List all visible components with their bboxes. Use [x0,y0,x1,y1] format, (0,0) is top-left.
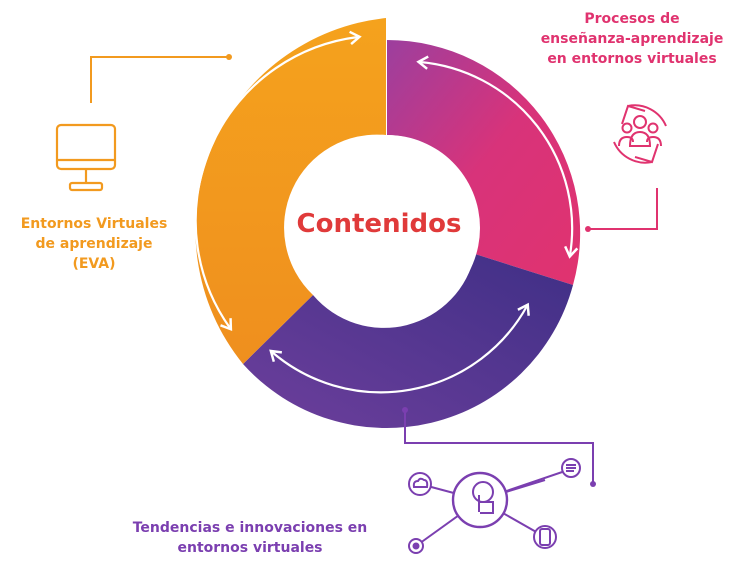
arrow-tendencias [269,302,530,394]
connector-dot-procesos [585,226,591,232]
network-touch-icon [408,458,581,554]
arrow-procesos [416,55,579,259]
label-line: entornos virtuales [177,540,323,556]
connector-dot-eva [226,54,232,60]
people-cycle-icon [613,104,667,164]
label-line: en entornos virtuales [547,51,717,67]
connector-eva [90,56,229,103]
connector-dot-tendencias-top [402,407,408,413]
connector-procesos [588,188,658,230]
label-line: (EVA) [72,256,116,272]
center-title: Contenidos [296,209,462,239]
monitor-icon [55,123,117,192]
label-line: Procesos de [584,11,680,27]
label-line: enseñanza-aprendizaje [540,31,724,47]
label-line: de aprendizaje [35,236,153,252]
label-line: Tendencias e innovaciones en [132,520,368,536]
arrow-eva [194,30,362,332]
label-tendencias: Tendencias e innovaciones en entornos vi… [110,518,390,558]
label-procesos: Procesos de enseñanza-aprendizaje en ent… [532,9,732,69]
label-entornos-virtuales: Entornos Virtuales de aprendizaje (EVA) [6,214,182,274]
label-line: Entornos Virtuales [20,216,168,232]
connector-dot-tendencias-bottom [590,481,596,487]
connector-tendencias [404,410,594,484]
